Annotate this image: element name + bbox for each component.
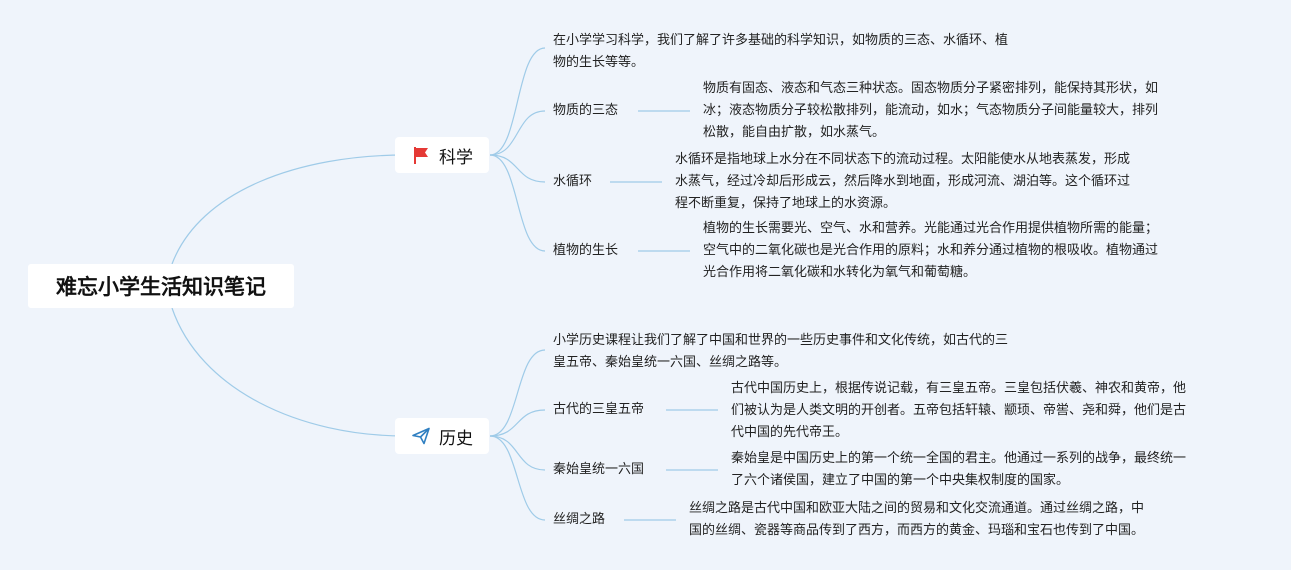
history-intro[interactable]: 小学历史课程让我们了解了中国和世界的一些历史事件和文化传统，如古代的三 皇五帝、…	[553, 333, 1009, 370]
topic-three-sovereigns[interactable]: 古代的三皇五帝	[553, 402, 645, 417]
detail-matter-states[interactable]: 物质有固态、液态和气态三种状态。固态物质分子紧密排列，能保持其形状，如 冰；液态…	[703, 81, 1159, 140]
science-intro[interactable]: 在小学学习科学，我们了解了许多基础的科学知识，如物质的三态、水循环、植 物的生长…	[553, 33, 1009, 70]
topic-water-cycle[interactable]: 水循环	[553, 174, 593, 189]
detail-qin-unification[interactable]: 秦始皇是中国历史上的第一个统一全国的君主。他通过一系列的战争，最终统一 了六个诸…	[731, 451, 1187, 488]
topic-qin-unification[interactable]: 秦始皇统一六国	[553, 462, 645, 477]
root-node[interactable]: 难忘小学生活知识笔记	[28, 264, 294, 308]
topic-silk-road[interactable]: 丝绸之路	[553, 512, 606, 527]
detail-plant-growth[interactable]: 植物的生长需要光、空气、水和营养。光能通过光合作用提供植物所需的能量； 空气中的…	[703, 221, 1159, 280]
root-title: 难忘小学生活知识笔记	[56, 275, 266, 299]
detail-silk-road[interactable]: 丝绸之路是古代中国和欧亚大陆之间的贸易和文化交流通道。通过丝绸之路，中 国的丝绸…	[689, 501, 1145, 538]
branch-science[interactable]: 科学	[395, 137, 489, 173]
paper-plane-icon	[411, 426, 431, 446]
branch-history[interactable]: 历史	[395, 418, 489, 454]
topic-matter-states[interactable]: 物质的三态	[553, 103, 619, 118]
detail-three-sovereigns[interactable]: 古代中国历史上，根据传说记载，有三皇五帝。三皇包括伏羲、神农和黄帝，他 们被认为…	[731, 381, 1187, 440]
branch-science-label: 科学	[439, 147, 473, 168]
topic-plant-growth[interactable]: 植物的生长	[553, 243, 619, 258]
branch-history-label: 历史	[439, 428, 473, 449]
detail-water-cycle[interactable]: 水循环是指地球上水分在不同状态下的流动过程。太阳能使水从地表蒸发，形成 水蒸气，…	[675, 152, 1131, 211]
red-flag-icon	[411, 145, 431, 165]
